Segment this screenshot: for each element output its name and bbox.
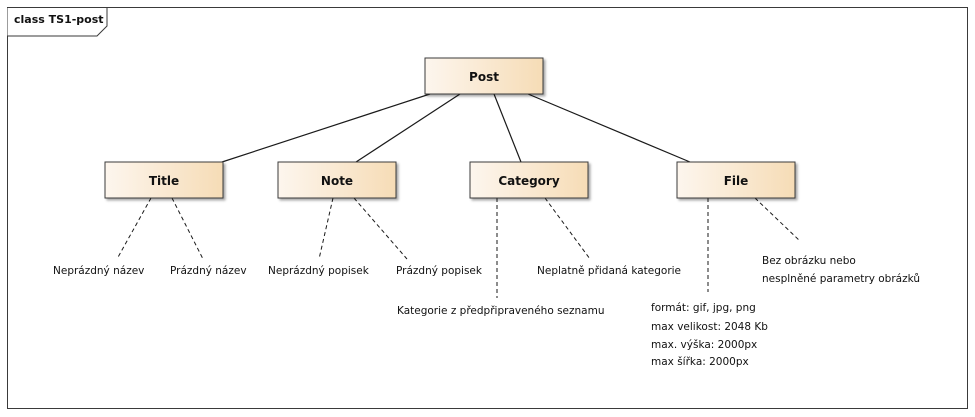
note-category-invalid: Neplatně přidaná kategorie (537, 265, 681, 277)
notes: Neprázdný název Prázdný název Neprázdný … (53, 255, 920, 368)
note-file-max-height: max. výška: 2000px (651, 339, 757, 351)
node-post[interactable]: Post (424, 57, 544, 95)
edge-post-note (355, 93, 461, 163)
frame-title: class TS1-post (14, 13, 104, 26)
node-title[interactable]: Title (104, 161, 224, 199)
association-lines (221, 93, 691, 163)
diagram-frame (7, 7, 968, 409)
note-title-empty: Prázdný název (170, 265, 247, 277)
connector-title-nonempty (116, 197, 152, 260)
node-category-label: Category (498, 174, 560, 188)
note-file-no-image-line1: Bez obrázku nebo (762, 255, 856, 267)
connector-note-nonempty (318, 197, 334, 260)
node-post-label: Post (469, 70, 499, 84)
node-category[interactable]: Category (469, 161, 589, 199)
node-title-label: Title (149, 174, 179, 188)
connector-category-invalid (544, 197, 591, 260)
node-note[interactable]: Note (277, 161, 397, 199)
edge-post-file (527, 93, 691, 163)
note-file-format: formát: gif, jpg, png (651, 302, 756, 314)
note-connectors (116, 197, 801, 298)
edge-post-title (221, 93, 431, 163)
connector-file-no-image (754, 197, 801, 242)
note-file-no-image-line2: nesplněné parametry obrázků (762, 273, 920, 285)
note-category-list: Kategorie z předpřipraveného seznamu (397, 305, 605, 317)
note-note-nonempty: Neprázdný popisek (268, 265, 370, 277)
node-file-label: File (724, 174, 749, 188)
node-note-label: Note (321, 174, 353, 188)
note-file-max-size: max velikost: 2048 Kb (651, 321, 768, 333)
note-title-nonempty: Neprázdný název (53, 265, 144, 277)
note-file-max-width: max šířka: 2000px (651, 356, 749, 368)
frame-title-tab: class TS1-post (7, 7, 108, 37)
connector-note-empty (353, 197, 408, 260)
connector-title-empty (171, 197, 204, 260)
node-file[interactable]: File (676, 161, 796, 199)
edge-post-category (493, 93, 522, 163)
note-note-empty: Prázdný popisek (396, 265, 483, 277)
